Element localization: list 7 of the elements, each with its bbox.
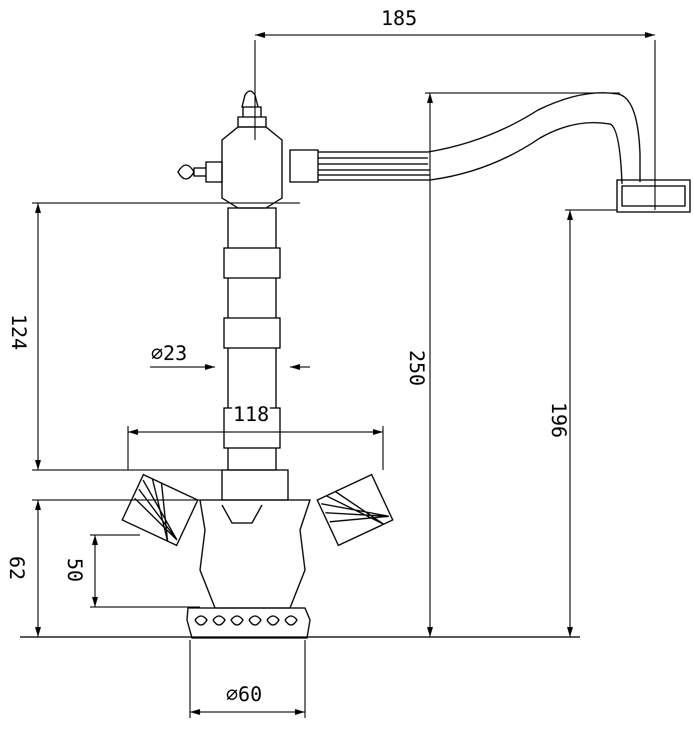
dimension-label: 50 [65, 556, 86, 584]
dimension-label: 250 [407, 348, 428, 388]
dimension-label: ⌀60 [225, 684, 264, 704]
dimension-label: 62 [7, 554, 28, 582]
dimension-label: ⌀23 [150, 343, 188, 363]
dimension-label: 185 [380, 8, 418, 28]
dimension-label: 118 [232, 404, 270, 424]
